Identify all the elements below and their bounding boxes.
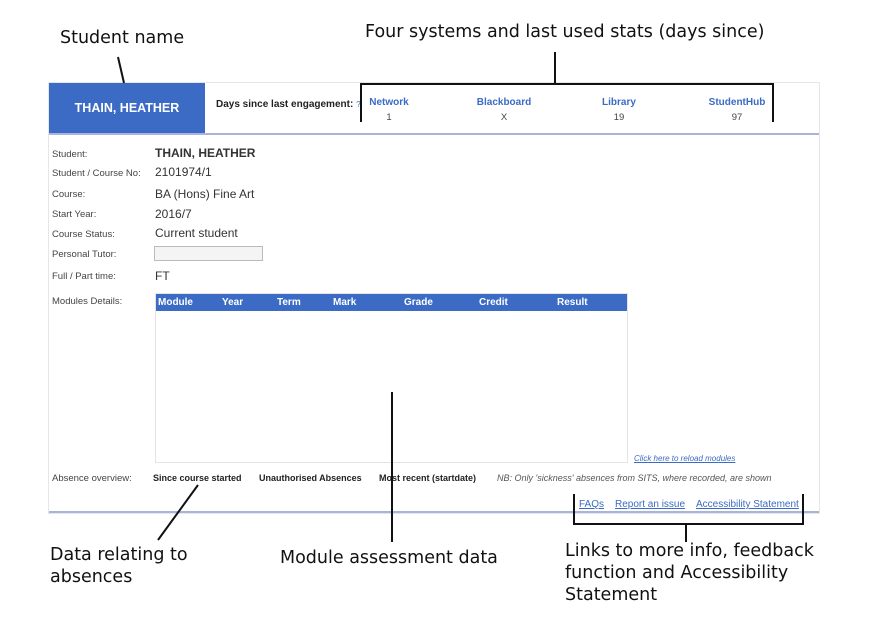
absence-unauthorised: Unauthorised Absences [259, 473, 362, 483]
system-library[interactable]: Library 19 [574, 97, 664, 123]
accessibility-statement-link[interactable]: Accessibility Statement [696, 499, 799, 510]
col-mark[interactable]: Mark [333, 297, 357, 308]
annotation-links: Links to more info, feedback function an… [565, 541, 814, 605]
annotation-student-name: Student name [60, 28, 185, 48]
modules-table[interactable]: Module Year Term Mark Grade Credit Resul… [155, 293, 628, 463]
system-blackboard-value: X [500, 112, 508, 123]
header-bar: THAIN, HEATHER Days since last engagemen… [49, 83, 819, 135]
student-label: Student: [52, 149, 88, 160]
system-network[interactable]: Network 1 [344, 97, 434, 123]
student-value: THAIN, HEATHER [155, 146, 256, 160]
course-no-value: 2101974/1 [155, 165, 212, 179]
col-credit[interactable]: Credit [479, 297, 508, 308]
system-network-name[interactable]: Network [369, 97, 409, 108]
reload-modules-link[interactable]: Click here to reload modules [634, 454, 736, 463]
absence-most-recent: Most recent (startdate) [379, 473, 477, 483]
col-result[interactable]: Result [557, 297, 588, 308]
annotation-absences: Data relating to absences [50, 545, 188, 587]
col-year[interactable]: Year [222, 297, 244, 308]
report-issue-link[interactable]: Report an issue [615, 499, 686, 510]
personal-tutor-field [154, 246, 263, 261]
absence-note: NB: Only 'sickness' absences from SITS, … [497, 473, 772, 483]
system-network-value: 1 [386, 112, 392, 123]
absence-overview-label: Absence overview: [52, 473, 132, 484]
student-name-banner: THAIN, HEATHER [49, 83, 205, 133]
modules-label: Modules Details: [52, 296, 123, 307]
course-no-label: Student / Course No: [52, 168, 141, 179]
system-library-name[interactable]: Library [602, 97, 636, 108]
course-value: BA (Hons) Fine Art [155, 187, 255, 201]
system-blackboard-name[interactable]: Blackboard [476, 97, 532, 108]
faqs-link[interactable]: FAQs [579, 499, 605, 510]
mode-value: FT [155, 269, 170, 283]
col-term[interactable]: Term [277, 297, 301, 308]
start-year-value: 2016/7 [155, 207, 192, 221]
col-module[interactable]: Module [158, 297, 193, 308]
system-studenthub-value: 97 [731, 112, 743, 123]
days-since-text: Days since last engagement: [216, 99, 354, 110]
help-icon[interactable]: ? [356, 100, 361, 109]
course-status-label: Course Status: [52, 229, 115, 240]
course-label: Course: [52, 189, 86, 200]
absence-since-started: Since course started [153, 473, 242, 483]
student-dashboard-panel: THAIN, HEATHER Days since last engagemen… [49, 83, 819, 513]
system-studenthub-name[interactable]: StudentHub [708, 97, 766, 108]
course-status-value: Current student [155, 226, 238, 240]
system-blackboard[interactable]: Blackboard X [459, 97, 549, 123]
modules-table-header: Module Year Term Mark Grade Credit Resul… [156, 294, 627, 311]
system-studenthub[interactable]: StudentHub 97 [692, 97, 782, 123]
annotation-four-systems: Four systems and last used stats (days s… [365, 22, 765, 42]
col-grade[interactable]: Grade [404, 297, 433, 308]
annotation-module-data: Module assessment data [280, 548, 498, 568]
start-year-label: Start Year: [52, 209, 97, 220]
panel-bottom-divider [49, 511, 819, 513]
student-name-pointer [117, 56, 125, 84]
system-library-value: 19 [613, 112, 625, 123]
personal-tutor-label: Personal Tutor: [52, 249, 117, 260]
days-since-label: Days since last engagement:? [216, 99, 361, 110]
mode-label: Full / Part time: [52, 271, 116, 282]
